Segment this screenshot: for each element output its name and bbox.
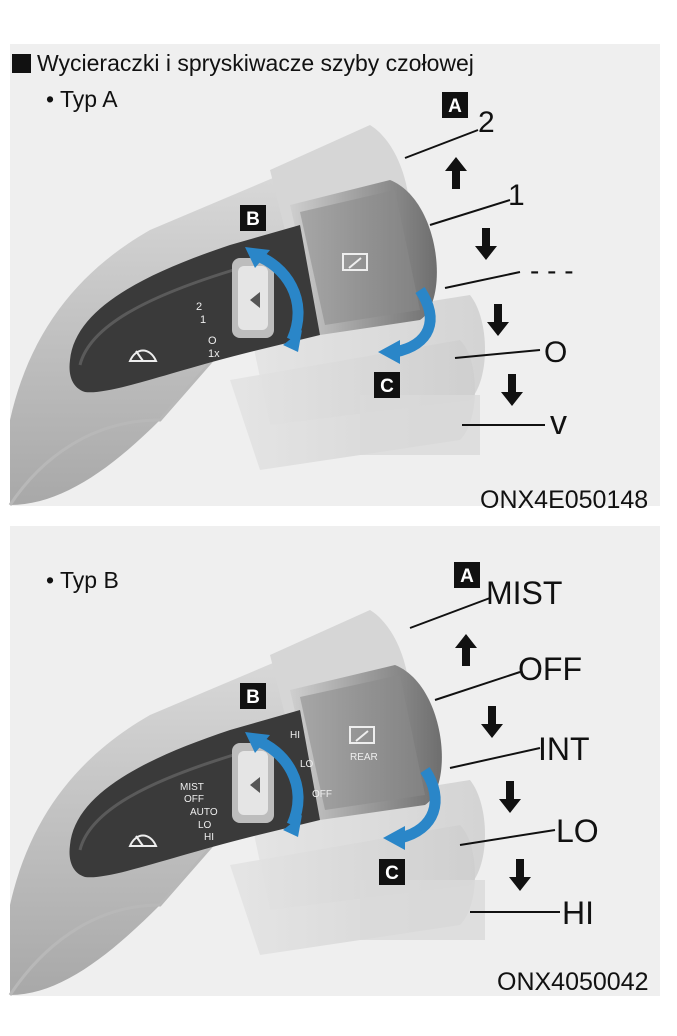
svg-text:B: B (246, 209, 260, 230)
position-label-intermittent: - - - (530, 255, 574, 286)
position-label-lo: LO (556, 813, 599, 849)
marker-c-type-a: C (374, 372, 400, 398)
front-wiper-icon-type-b (128, 834, 158, 847)
stalk-label-lo: LO (198, 820, 212, 831)
knob-label-off: OFF (312, 789, 332, 800)
stalk-label-o: O (208, 335, 217, 347)
position-label-1: 1 (508, 179, 525, 212)
stalk-label-off: OFF (184, 794, 204, 805)
knob-label-lo: LO (300, 759, 314, 770)
position-label-off: OFF (518, 651, 582, 687)
front-wiper-icon-type-a (128, 349, 158, 362)
knob-label-hi: HI (290, 730, 300, 741)
position-label-off: O (544, 336, 567, 369)
section-heading: Wycieraczki i spryskiwacze szyby czołowe… (12, 50, 474, 77)
heading-square-icon (12, 54, 31, 73)
type-a-title: • Typ A (46, 86, 118, 112)
marker-a-type-a: A (442, 92, 468, 118)
stalk-label-hi: HI (204, 832, 214, 843)
rear-wiper-icon-type-a (342, 253, 368, 271)
marker-b-type-b: B (240, 683, 266, 709)
type-a-figure-code: ONX4E050148 (480, 486, 649, 514)
stalk-label-auto: AUTO (190, 807, 218, 818)
stalk-drawing-type-a (8, 125, 545, 506)
position-label-hi: HI (562, 895, 594, 931)
marker-b-type-a: B (240, 205, 266, 231)
position-label-mist: MIST (486, 575, 562, 611)
type-b-title: • Typ B (46, 567, 119, 593)
svg-text:B: B (246, 687, 260, 708)
stalk-label-mist: MIST (180, 782, 204, 793)
svg-text:A: A (448, 96, 462, 117)
stalk-drawing-type-b (8, 597, 560, 996)
svg-text:A: A (460, 566, 474, 587)
svg-text:C: C (385, 863, 399, 884)
rear-wiper-icon-type-b (349, 726, 375, 744)
marker-a-type-b: A (454, 562, 480, 588)
svg-text:C: C (380, 376, 394, 397)
stalk-label-1: 1 (200, 314, 206, 326)
rear-label: REAR (350, 752, 378, 763)
position-label-2: 2 (478, 106, 495, 139)
position-label-int: INT (538, 731, 590, 767)
marker-c-type-b: C (379, 859, 405, 885)
position-label-mist: v (550, 404, 567, 442)
type-b-figure-code: ONX4050042 (497, 968, 649, 996)
stalk-label-2: 2 (196, 301, 202, 313)
stalk-label-1x: 1x (208, 348, 220, 360)
section-heading-text: Wycieraczki i spryskiwacze szyby czołowe… (37, 50, 474, 76)
